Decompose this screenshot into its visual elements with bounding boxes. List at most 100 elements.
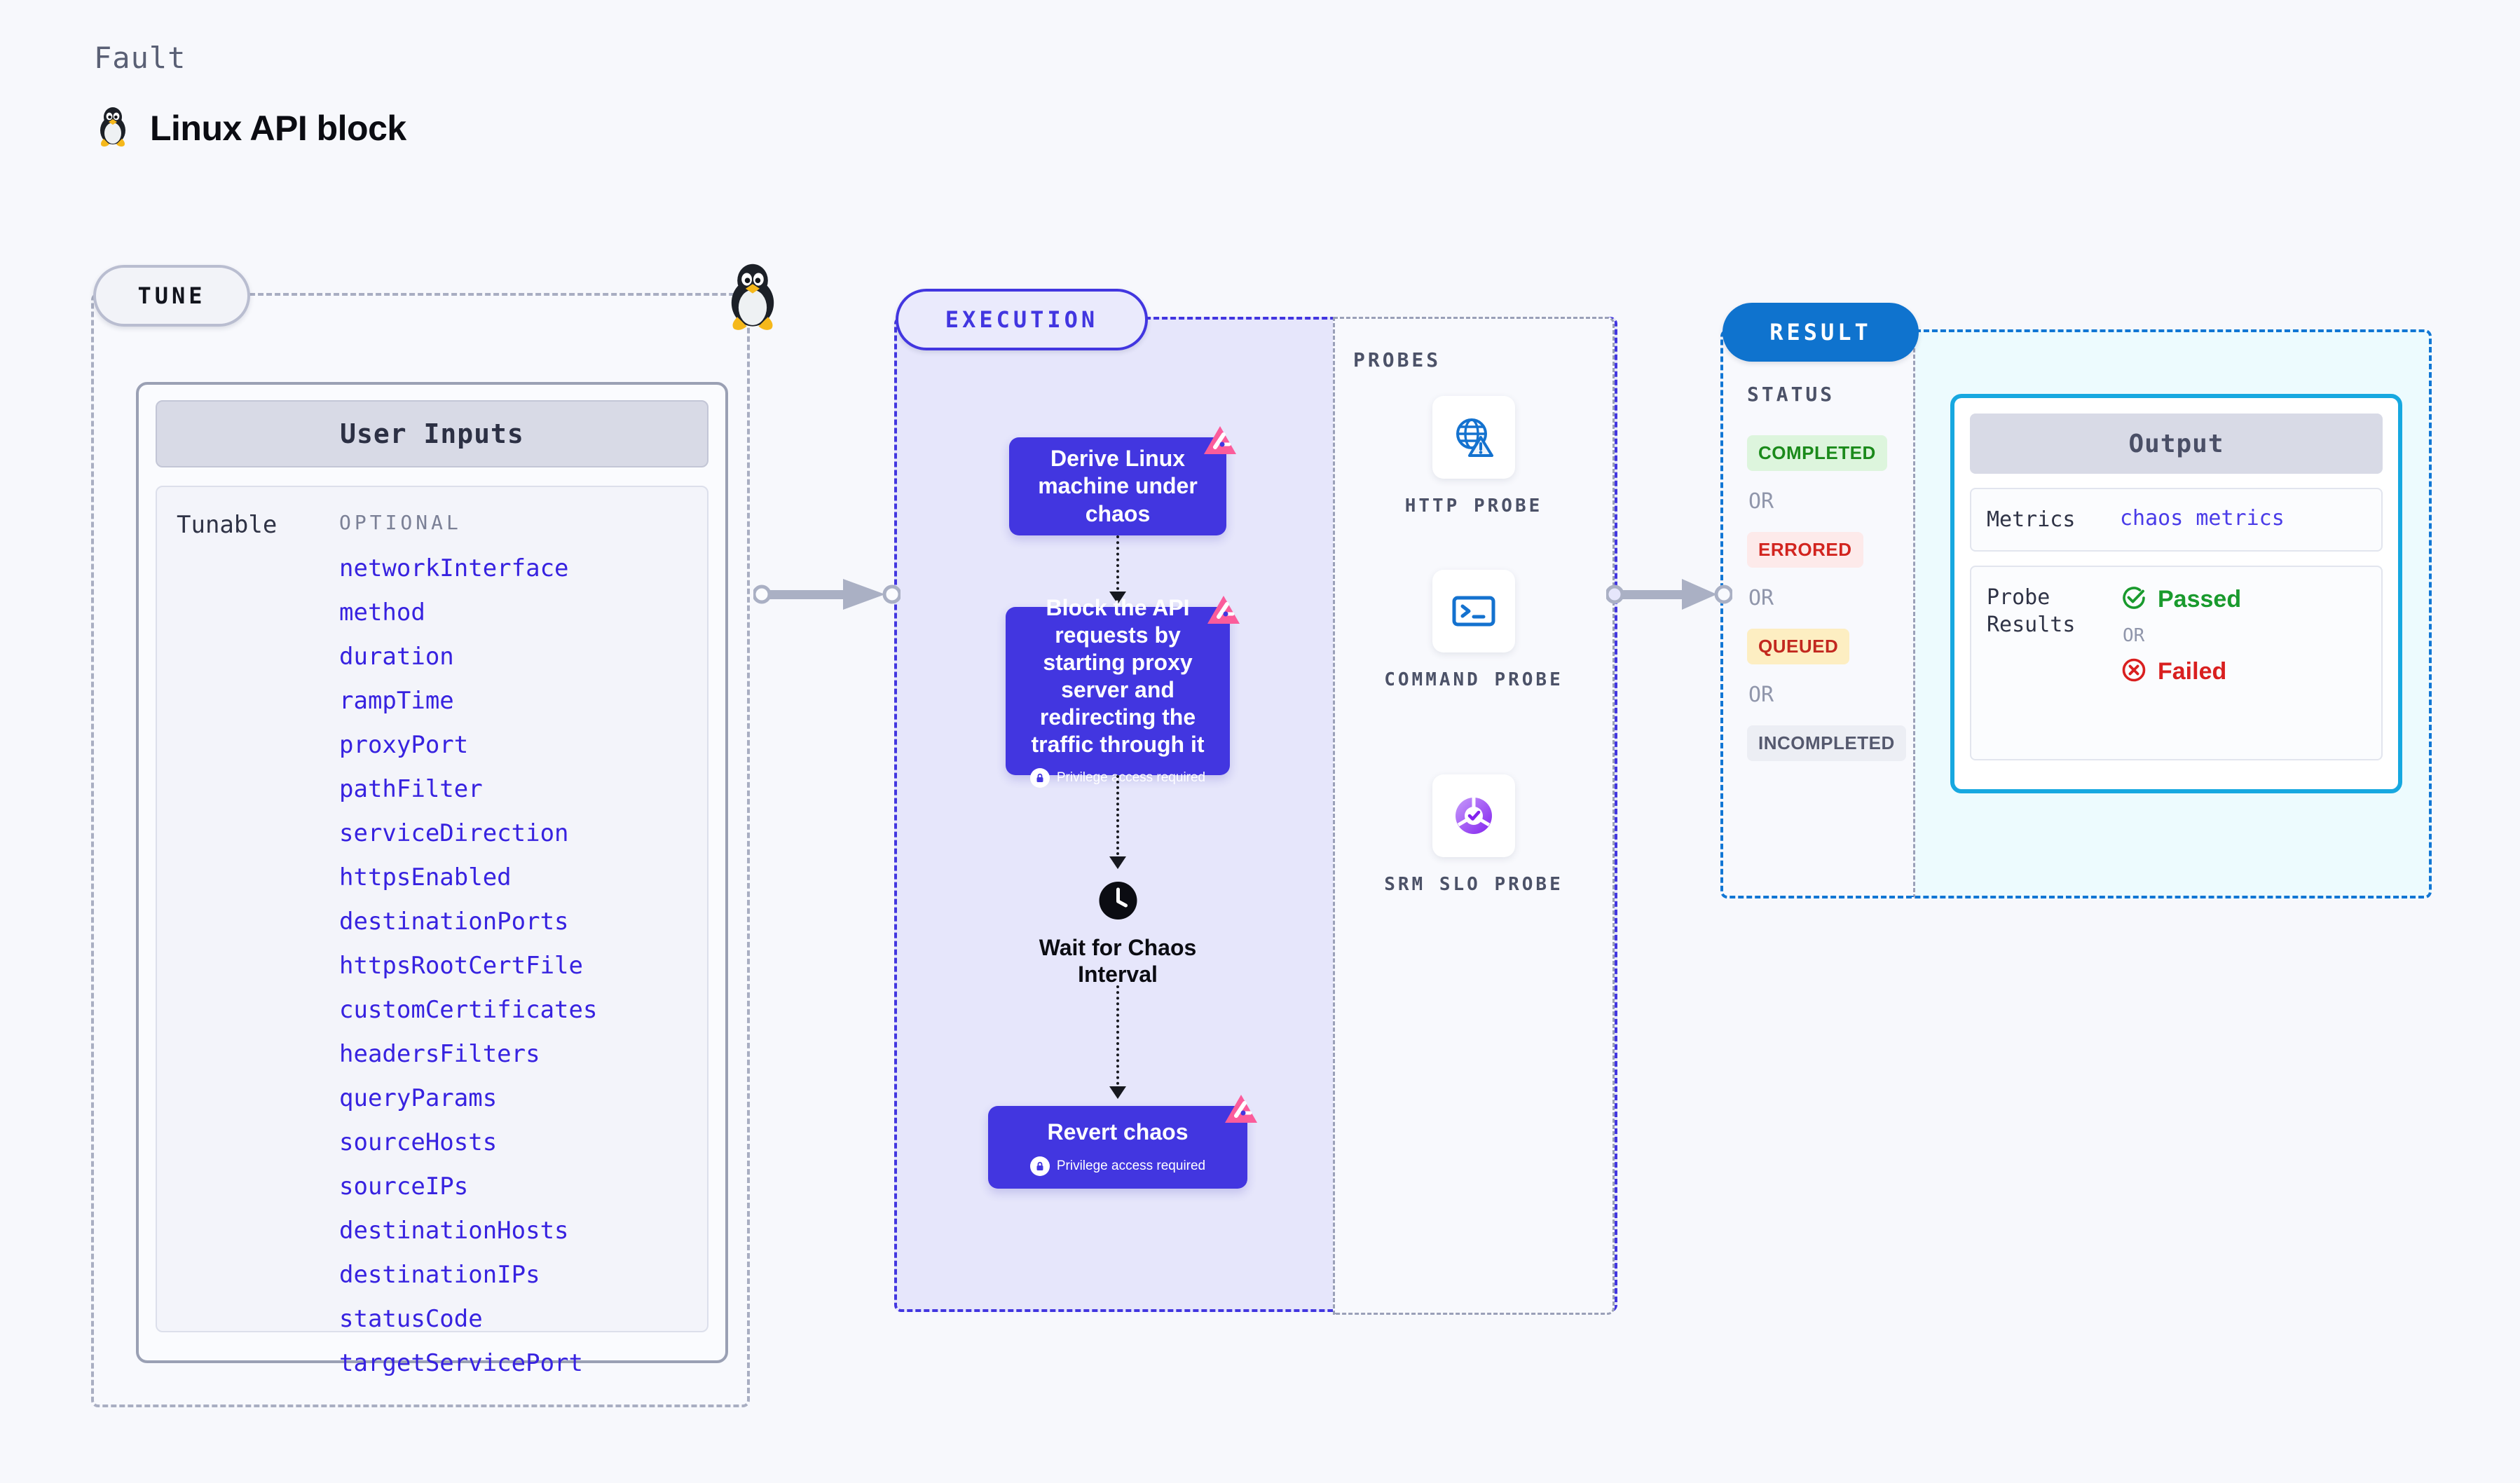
param-item[interactable]: networkInterface: [339, 554, 569, 582]
param-item[interactable]: proxyPort: [339, 731, 469, 759]
probe-label: HTTP PROBE: [1404, 496, 1543, 517]
tunable-section: Tunable OPTIONAL networkInterface method…: [156, 486, 708, 1375]
execution-node[interactable]: Revert chaos Privilege access required: [988, 1095, 1257, 1189]
probe-passed-label: Passed: [2158, 586, 2242, 613]
param-item[interactable]: httpsRootCertFile: [339, 952, 583, 980]
param-item[interactable]: headersFilters: [339, 1040, 540, 1068]
flow-arrowhead: [1109, 592, 1126, 604]
param-item[interactable]: sourceHosts: [339, 1128, 498, 1156]
flow-connector: [1116, 775, 1119, 861]
param-item[interactable]: method: [339, 599, 425, 627]
tux-penguin-icon: [94, 104, 132, 151]
execution-node-text: Revert chaos: [1047, 1119, 1189, 1145]
terminal-icon: [1432, 570, 1515, 652]
check-circle-icon: [2120, 584, 2148, 615]
probes-panel: PROBES HTTP PROBE: [1333, 317, 1615, 1315]
param-item[interactable]: pathFilter: [339, 775, 483, 803]
flow-arrowhead: [1109, 1086, 1126, 1099]
tune-panel: User Inputs Tunable OPTIONAL networkInte…: [91, 293, 750, 1407]
privilege-notice: Privilege access required: [1029, 1156, 1206, 1176]
connector-execution-to-result: [1605, 573, 1734, 619]
probe-failed-label: Failed: [2158, 658, 2227, 685]
output-region: Output Metrics chaos metrics Probe Resul…: [1915, 329, 2432, 898]
param-item[interactable]: statusCode: [339, 1305, 483, 1333]
execution-node[interactable]: Derive Linux machine under chaos: [1009, 426, 1236, 535]
param-item[interactable]: serviceDirection: [339, 819, 569, 847]
user-inputs-title: User Inputs: [156, 400, 708, 467]
page-header: Fault Linux API block: [94, 41, 406, 151]
or-separator: OR: [1748, 489, 1774, 514]
litmus-chaos-badge-icon: [1222, 1092, 1260, 1130]
probe-srm-slo[interactable]: SRM SLO PROBE: [1355, 774, 1593, 897]
probe-result-failed: Failed: [2120, 656, 2241, 688]
probe-command[interactable]: COMMAND PROBE: [1355, 570, 1593, 692]
param-item[interactable]: httpsEnabled: [339, 863, 512, 891]
metrics-value[interactable]: chaos metrics: [2120, 506, 2285, 531]
tunable-label: Tunable: [177, 511, 278, 539]
clock-icon: [1097, 880, 1138, 924]
execution-node-text: Block the API requests by starting proxy…: [1031, 594, 1205, 758]
or-separator: OR: [1748, 683, 1774, 707]
execution-flow: Derive Linux machine under chaos Block t…: [897, 320, 1338, 1309]
flow-arrowhead: [1109, 856, 1126, 869]
or-separator: OR: [2123, 625, 2145, 646]
page-title-row: Linux API block: [94, 104, 406, 151]
metrics-row: Metrics chaos metrics: [1970, 488, 2383, 552]
globe-warning-icon: [1432, 396, 1515, 479]
flow-connector: [1116, 985, 1119, 1091]
status-badge-queued: QUEUED: [1747, 629, 1850, 664]
status-column: STATUS COMPLETED OR ERRORED OR QUEUED OR…: [1720, 329, 1915, 898]
probe-result-passed: Passed: [2120, 584, 2241, 615]
probe-results-values: Passed OR Failed: [2120, 584, 2241, 742]
result-panel: STATUS COMPLETED OR ERRORED OR QUEUED OR…: [1720, 329, 2432, 898]
tune-chip: TUNE: [93, 265, 250, 327]
or-separator: OR: [1748, 586, 1774, 610]
slo-donut-icon: [1432, 774, 1515, 857]
execution-chip: EXECUTION: [896, 289, 1148, 350]
status-title: STATUS: [1747, 383, 1835, 406]
litmus-chaos-badge-icon: [1205, 593, 1242, 631]
execution-panel: Derive Linux machine under chaos Block t…: [894, 317, 1617, 1315]
probes-title: PROBES: [1353, 348, 1442, 371]
tunable-param-list: OPTIONAL networkInterface method duratio…: [339, 511, 707, 1375]
param-item[interactable]: sourceIPs: [339, 1173, 469, 1201]
optional-label: OPTIONAL: [339, 511, 462, 534]
status-badge-errored: ERRORED: [1747, 532, 1863, 568]
execution-node-text: Derive Linux machine under chaos: [1038, 446, 1198, 526]
lock-icon: [1029, 1156, 1050, 1176]
param-item[interactable]: duration: [339, 643, 454, 671]
privilege-text: Privilege access required: [1056, 1158, 1206, 1173]
param-item[interactable]: targetServicePort: [339, 1349, 583, 1377]
wait-step: Wait for Chaos Interval: [1008, 880, 1228, 988]
probe-label: SRM SLO PROBE: [1384, 874, 1563, 895]
metrics-key: Metrics: [1987, 507, 2076, 532]
lock-icon: [1029, 768, 1050, 788]
result-chip: RESULT: [1723, 303, 1919, 362]
status-badge-completed: COMPLETED: [1747, 435, 1887, 471]
wait-step-label: Wait for Chaos Interval: [1039, 935, 1197, 987]
param-item[interactable]: destinationHosts: [339, 1217, 569, 1245]
probe-http[interactable]: HTTP PROBE: [1355, 396, 1593, 519]
connector-tune-to-execution: [752, 573, 902, 619]
fault-kicker: Fault: [94, 41, 186, 75]
param-item[interactable]: destinationPorts: [339, 908, 569, 936]
x-circle-icon: [2120, 656, 2148, 688]
param-item[interactable]: rampTime: [339, 687, 454, 715]
param-item[interactable]: destinationIPs: [339, 1261, 540, 1289]
param-item[interactable]: queryParams: [339, 1084, 498, 1112]
param-item[interactable]: customCertificates: [339, 996, 598, 1024]
probe-label: COMMAND PROBE: [1384, 669, 1563, 690]
probe-results-key: Probe Results: [1987, 585, 2076, 637]
flow-connector: [1116, 535, 1119, 596]
output-title: Output: [1970, 414, 2383, 474]
probe-results-row: Probe Results Passed OR: [1970, 566, 2383, 760]
page-title: Linux API block: [150, 108, 406, 148]
privilege-notice: Privilege access required: [1029, 768, 1206, 788]
output-card: Output Metrics chaos metrics Probe Resul…: [1950, 394, 2402, 793]
status-badge-incompleted: INCOMPLETED: [1747, 725, 1906, 761]
tux-penguin-icon: [720, 259, 785, 332]
privilege-text: Privilege access required: [1056, 770, 1206, 786]
user-inputs-card: User Inputs Tunable OPTIONAL networkInte…: [136, 382, 728, 1375]
litmus-chaos-badge-icon: [1201, 423, 1239, 461]
execution-node[interactable]: Block the API requests by starting proxy…: [1006, 595, 1240, 788]
